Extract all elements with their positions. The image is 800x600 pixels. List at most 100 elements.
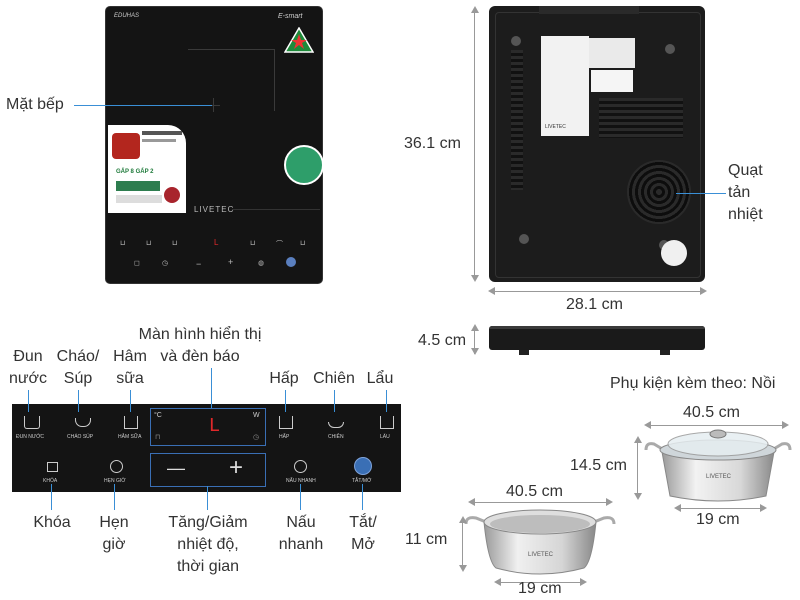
panel-text-milk: HÂM SỮA — [118, 434, 142, 440]
boil-water-icon — [24, 416, 40, 429]
vent-slats — [599, 98, 683, 138]
height-label: 36.1 cm — [404, 135, 461, 152]
label-hotpot: Lẩu — [366, 370, 394, 387]
label-line-mat-bep — [74, 105, 212, 106]
qr-sticker — [591, 70, 633, 92]
green-sticker — [284, 145, 324, 185]
pot-2-brand: LIVETEC — [528, 552, 554, 558]
display-digit: L — [209, 415, 220, 436]
promo-line: GẤP 8 GẤP 2 — [116, 169, 154, 175]
cooktop-top-view: EDUHAS E-smart GẤP 8 GẤP 2 LIVETEC ⊔ ⊔ ⊔… — [105, 6, 324, 284]
label-steam: Hấp — [269, 370, 299, 387]
panel-text-fry: CHIÊN — [328, 434, 344, 440]
fry-icon — [328, 422, 344, 428]
increase-button[interactable]: + — [229, 454, 244, 481]
side-foot — [660, 350, 670, 355]
width-dimension-line — [490, 291, 704, 292]
panel-text-boil: ĐUN NƯỚC — [16, 434, 45, 440]
panel-text-timer: HẸN GIỜ — [104, 478, 126, 484]
rubber-foot — [665, 44, 675, 54]
divider-line — [232, 209, 320, 210]
label-power: Tắt/Mở — [349, 514, 377, 553]
panel-text-porridge: CHÁO SÚP — [67, 434, 94, 440]
width-label: 28.1 cm — [566, 296, 623, 313]
vent-slats — [511, 50, 523, 190]
control-panel: ĐUN NƯỚC CHÁO SÚP HÂM SỮA °C L W ⊓ ◷ HẤP… — [12, 404, 401, 492]
thickness-dimension-line — [474, 326, 475, 354]
decrease-button[interactable]: — — [167, 458, 185, 478]
pot-1-bottom-width: 19 cm — [696, 511, 740, 528]
fan-label-l1: Quạt — [728, 162, 763, 179]
accessories-title: Phụ kiện kèm theo: Nồi — [610, 375, 776, 392]
fan-label-line — [676, 193, 726, 194]
quick-cook-icon — [294, 460, 307, 473]
pot-2-bottom-width-line — [496, 582, 584, 583]
adjust-window: — + — [150, 453, 266, 487]
label-mat-bep: Mặt bếp — [6, 96, 64, 113]
fan-label-l3: nhiệt — [728, 206, 763, 223]
label-fry: Chiên — [313, 370, 355, 387]
pot-2: LIVETEC — [464, 506, 616, 582]
pot-1-bottom-width-line — [676, 508, 764, 509]
brand-logo: EDUHAS — [114, 13, 140, 19]
panel-text-lock: KHÓA — [43, 478, 58, 484]
mini-control-panel: ⊔ ⊔ ⊔ L ⊔ ⌒ ⊔ ◻ ◷ − + ◍ — [120, 238, 306, 269]
label-lock: Khóa — [33, 514, 71, 531]
fan-label-l2: tản — [728, 184, 751, 201]
pot-1-brand: LIVETEC — [706, 474, 732, 480]
qr-sticker — [589, 38, 635, 68]
steam-icon — [279, 416, 293, 429]
cooktop-bottom-view: LIVETEC — [489, 6, 705, 282]
timer-icon — [110, 460, 123, 473]
spec-sticker — [541, 36, 589, 136]
milk-icon — [124, 416, 138, 429]
hotpot-icon — [380, 416, 394, 429]
porridge-icon — [75, 418, 91, 427]
panel-text-power: TẮT/MỞ — [352, 478, 372, 484]
height-dimension-line — [474, 8, 475, 280]
thickness-label: 4.5 cm — [418, 332, 467, 349]
pot-2-height-line — [462, 518, 463, 570]
round-sticker — [661, 240, 687, 266]
certification-badge — [283, 26, 315, 53]
pot-1-top-width: 40.5 cm — [683, 404, 740, 421]
product-logo: LIVETEC — [194, 205, 235, 214]
pot-2-height: 11 cm — [405, 531, 448, 548]
center-cross — [213, 98, 214, 112]
watt-unit: W — [253, 412, 260, 419]
pot-2-bottom-width: 19 cm — [518, 580, 562, 597]
lock-icon — [47, 462, 58, 472]
bottom-brand: LIVETEC — [545, 124, 566, 130]
rubber-foot — [519, 234, 529, 244]
label-porridge: Cháo/Súp — [56, 348, 100, 387]
pot-1-height: 14.5 cm — [570, 457, 627, 474]
pot-2-top-width-line — [470, 502, 610, 503]
fan-label: Quạt tản nhiệt — [728, 160, 788, 226]
pot-1-top-width-line — [646, 425, 786, 426]
cooking-zone-line — [274, 49, 275, 111]
side-foot — [519, 350, 529, 355]
panel-text-steam: HẤP — [279, 434, 290, 440]
display-window: °C L W ⊓ ◷ — [150, 408, 266, 446]
panel-text-hotpot: LẨU — [380, 434, 390, 440]
power-button[interactable] — [354, 457, 372, 475]
cooktop-side-view — [489, 326, 705, 350]
cooking-zone-line — [188, 49, 274, 50]
pot-1-height-line — [637, 438, 638, 498]
celsius-unit: °C — [154, 412, 162, 419]
cooling-fan — [627, 160, 691, 224]
lock-indicator-icon: ⊓ — [155, 434, 161, 441]
pot-1: LIVETEC — [644, 428, 792, 504]
rubber-foot — [511, 36, 521, 46]
pot-2-top-width: 40.5 cm — [506, 483, 563, 500]
model-badge: E-smart — [278, 13, 303, 20]
promo-sticker: GẤP 8 GẤP 2 — [108, 125, 186, 213]
timer-indicator-icon: ◷ — [253, 434, 260, 441]
panel-text-quick: NẤU NHANH — [286, 478, 316, 484]
